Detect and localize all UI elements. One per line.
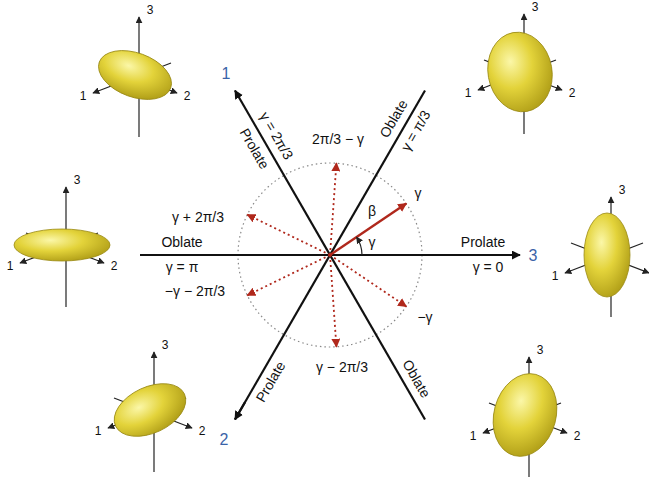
nuclear-ellipsoid: [482, 27, 559, 117]
axis-label: 3: [619, 184, 626, 197]
equivalent-vector: [330, 255, 406, 306]
nuclear-ellipsoid: [14, 229, 110, 261]
nuclear-ellipsoid: [584, 213, 630, 297]
shape-label: Oblate: [399, 357, 433, 400]
axis-label: 1: [465, 87, 472, 100]
axis-arrow: [235, 402, 245, 419]
nuclear-ellipsoid: [92, 41, 178, 108]
vector-label: 2π/3 − γ: [312, 132, 364, 147]
vector-label: −γ − 2π/3: [165, 284, 225, 299]
axis-label: 1: [80, 90, 87, 103]
axis-label: 3: [537, 344, 544, 357]
shape-label: Prolate: [461, 235, 505, 250]
axis-label: 3: [74, 174, 81, 187]
beta-label: β: [368, 204, 376, 219]
equivalent-vector: [247, 255, 330, 295]
symmetry-axis: [235, 90, 425, 419]
vector-label: −γ: [417, 310, 432, 325]
equivalent-vector: [330, 163, 336, 255]
axis-label: 1: [470, 430, 477, 443]
shape-label: Oblate: [161, 235, 202, 250]
vector-label: γ + 2π/3: [172, 210, 224, 225]
shape-label: Prolate: [253, 359, 289, 405]
axis-label: 2: [184, 90, 191, 103]
axis-label: 3: [162, 339, 169, 352]
equivalent-vector: [330, 255, 336, 347]
axis-label: 2: [111, 260, 118, 273]
nuclear-ellipsoid: [484, 366, 566, 463]
axis-label: 2: [569, 87, 576, 100]
vector-label: γ: [415, 186, 422, 201]
gamma-arc: [357, 237, 362, 255]
axis-label: 3: [147, 4, 154, 17]
axis-number: 2: [220, 431, 229, 449]
axis-label: 1: [7, 260, 14, 273]
gamma-label: γ = π: [166, 260, 199, 275]
axis-label: 2: [199, 425, 206, 438]
vector-label: γ − 2π/3: [316, 360, 368, 375]
deformation-vector: [330, 204, 406, 255]
gamma-label: γ = 0: [473, 260, 504, 275]
axis-label: 2: [574, 430, 581, 443]
axis-number: 3: [529, 247, 538, 265]
equivalent-vector: [247, 215, 330, 255]
axis-number: 1: [222, 65, 231, 83]
axis-label: 1: [552, 270, 559, 283]
symmetry-axis: [235, 90, 425, 419]
axis-label: 3: [532, 1, 539, 14]
nuclear-ellipsoid: [106, 373, 194, 447]
axis-label: 1: [95, 425, 102, 438]
gamma-angle-label: γ: [369, 235, 376, 250]
